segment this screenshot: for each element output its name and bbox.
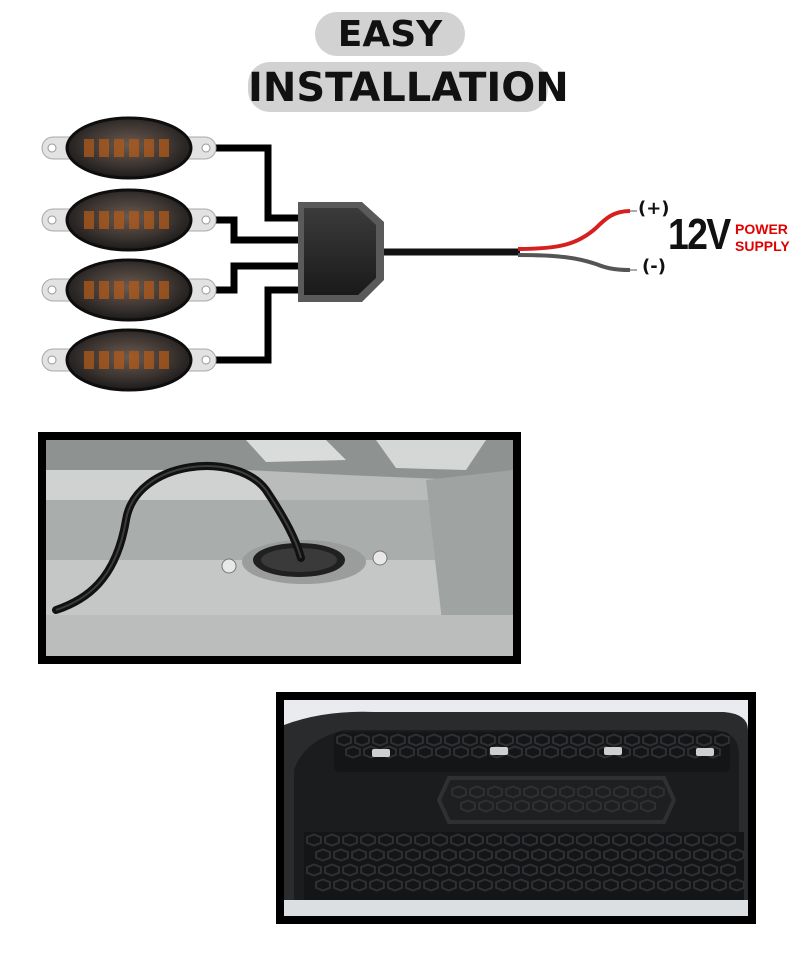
wiring-diagram bbox=[41, 116, 637, 392]
positive-label: (+) bbox=[638, 198, 670, 219]
install-closeup-photo bbox=[38, 432, 521, 664]
voltage-label: 12V bbox=[668, 210, 731, 259]
grille-photo bbox=[276, 692, 756, 924]
negative-label: (-) bbox=[642, 256, 666, 277]
power-label: POWER bbox=[735, 221, 788, 237]
supply-label: SUPPLY bbox=[735, 238, 790, 254]
connector-hub bbox=[298, 202, 384, 302]
title-easy: EASY bbox=[315, 12, 465, 56]
power-supply-label: POWER SUPPLY bbox=[735, 221, 790, 255]
marker-light-1 bbox=[41, 116, 217, 180]
marker-light-4 bbox=[41, 328, 217, 392]
marker-light-3 bbox=[41, 258, 217, 322]
marker-light-2 bbox=[41, 188, 217, 252]
title-installation: INSTALLATION bbox=[248, 62, 569, 112]
